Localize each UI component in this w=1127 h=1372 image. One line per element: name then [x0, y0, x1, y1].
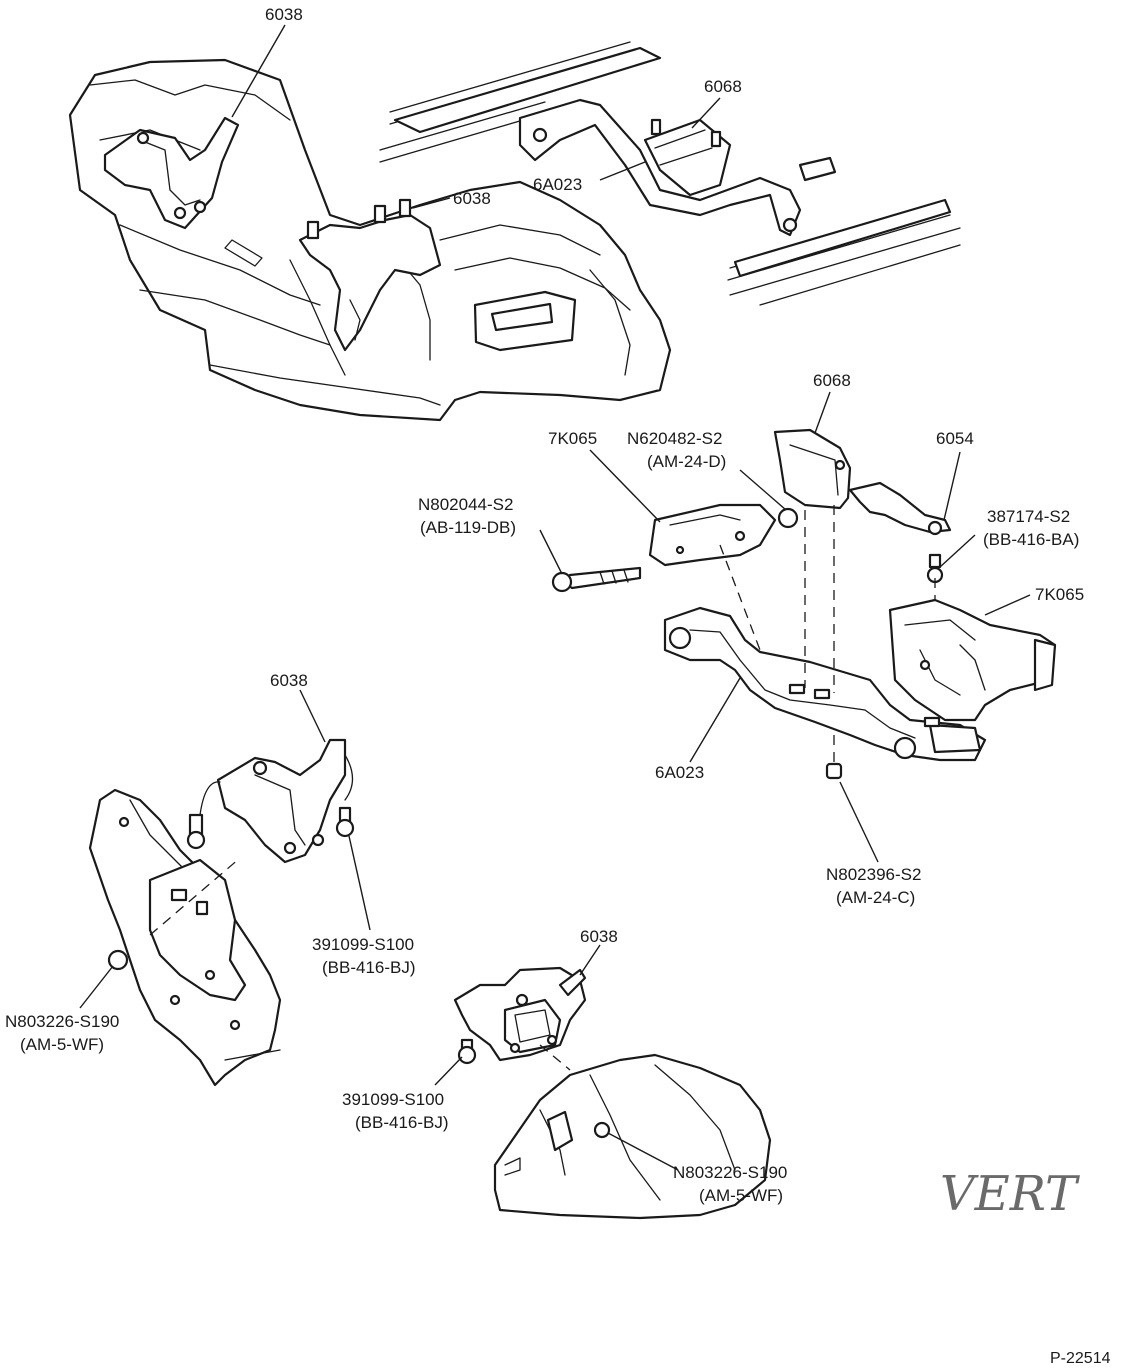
frame-rail-crossmember-illustration — [379, 41, 961, 306]
callout-exploded-crossmember: 6A023 — [655, 763, 704, 782]
callout-exploded-nut: N620482-S2 — [627, 429, 722, 448]
bottom-engine-mount-illustration — [453, 966, 772, 1220]
callout-left-bolt-code: (BB-416-BJ) — [322, 958, 416, 977]
left-engine-mount-illustration — [88, 738, 355, 1087]
callout-bottom-nut: N803226-S190 — [673, 1163, 787, 1182]
callout-exploded-bracket-right: 7K065 — [1035, 585, 1084, 604]
callout-exploded-damper: 6054 — [936, 429, 974, 448]
callout-top-right-insulator: 6068 — [704, 77, 742, 96]
leader-lines — [79, 24, 1031, 1171]
handwritten-note: VERT — [940, 1166, 1080, 1222]
callout-left-bolt: 391099-S100 — [312, 935, 414, 954]
callout-labels: 6038 6038 6068 6A023 6068 7K065 N620482-… — [5, 5, 1111, 1367]
callout-exploded-screw: 387174-S2 — [987, 507, 1070, 526]
callout-left-nut-code: (AM-5-WF) — [20, 1035, 104, 1054]
callout-exploded-insulator: 6068 — [813, 371, 851, 390]
callout-top-left-stud-mount: 6038 — [453, 189, 491, 208]
callout-exploded-nut-code: (AM-24-D) — [647, 452, 726, 471]
callout-exploded-bottom-nut-code: (AM-24-C) — [836, 888, 915, 907]
callout-top-left-mount: 6038 — [265, 5, 303, 24]
engine-block-illustration — [68, 58, 672, 422]
callout-exploded-bracket-left: 7K065 — [548, 429, 597, 448]
callout-bottom-bolt-code: (BB-416-BJ) — [355, 1113, 449, 1132]
figure-reference: P-22514 — [1050, 1350, 1111, 1367]
callout-left-nut: N803226-S190 — [5, 1012, 119, 1031]
callout-bottom-mount: 6038 — [580, 927, 618, 946]
callout-left-mount: 6038 — [270, 671, 308, 690]
exploded-crossmember-illustration — [551, 428, 1057, 780]
callout-exploded-bolt-code: (AB-119-DB) — [420, 518, 516, 537]
callout-exploded-bottom-nut: N802396-S2 — [826, 865, 921, 884]
callout-bottom-nut-code: (AM-5-WF) — [699, 1186, 783, 1205]
callout-exploded-bolt: N802044-S2 — [418, 495, 513, 514]
callout-bottom-bolt: 391099-S100 — [342, 1090, 444, 1109]
callout-top-right-crossmember: 6A023 — [533, 175, 582, 194]
callout-exploded-screw-code: (BB-416-BA) — [983, 530, 1079, 549]
